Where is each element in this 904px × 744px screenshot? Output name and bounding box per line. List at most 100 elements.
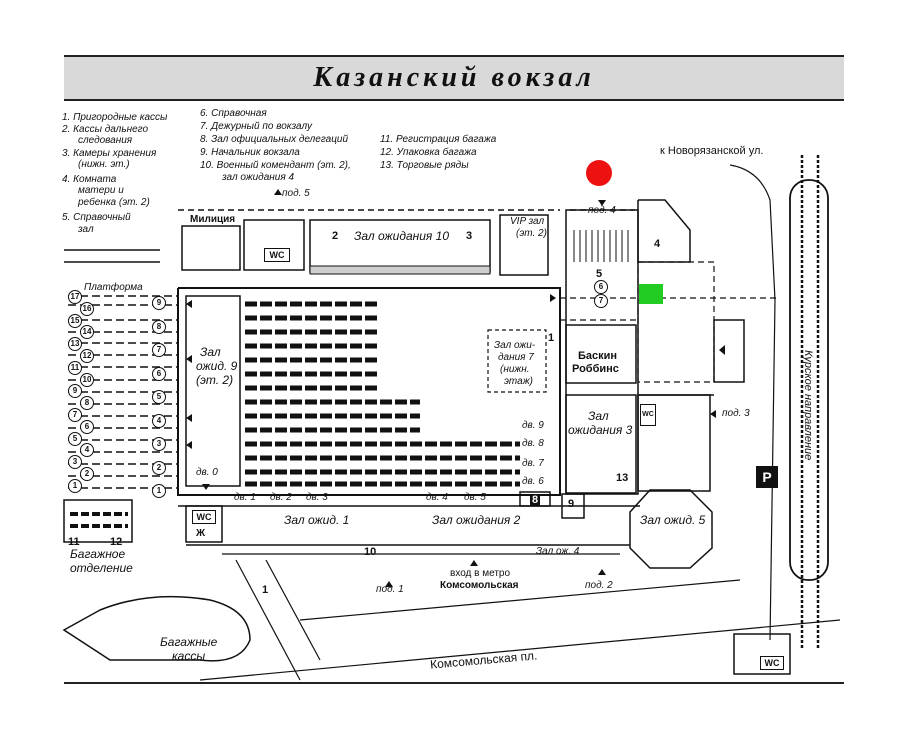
- platform-number-1: 1: [68, 478, 82, 493]
- legend-item-11: 11. Регистрация багажа: [380, 134, 497, 145]
- label-bkassy-1: Багажные: [160, 635, 218, 649]
- track-number-2: 2: [152, 460, 166, 475]
- label-room-11: 11: [68, 536, 80, 548]
- legend-item-3: 3. Камеры хранения: [62, 148, 157, 159]
- label-zal7-c: (нижн.: [500, 364, 530, 375]
- legend-item-12: 12. Упаковка багажа: [380, 147, 477, 158]
- bottom-rule: [64, 682, 844, 684]
- platform-number-16: 16: [80, 301, 94, 316]
- legend-item-9: 9. Начальник вокзала: [200, 147, 300, 158]
- wc-icon-left: WC: [192, 510, 216, 524]
- wc-icon-right: WC: [640, 404, 656, 426]
- legend-item-5b: зал: [78, 224, 94, 235]
- platform-number-11: 11: [68, 360, 82, 375]
- track-number-4: 4: [152, 413, 166, 428]
- wc-icon-top: WC: [264, 248, 290, 262]
- legend-item-1: 1. Пригородные кассы: [62, 112, 168, 123]
- label-zal10-num3: 3: [466, 230, 473, 242]
- label-baggage-2: отделение: [70, 561, 133, 575]
- platform-number-12: 12: [80, 349, 94, 363]
- platform-number-13: 13: [68, 337, 82, 352]
- label-room-10: 10: [364, 546, 377, 558]
- platform-number-6: 6: [80, 419, 94, 434]
- label-room-4: 4: [654, 238, 661, 250]
- legend-item-2b: следования: [78, 135, 133, 146]
- label-militsiya: Милиция: [190, 214, 236, 225]
- legend-item-8: 8. Зал официальных делегаций: [200, 134, 349, 145]
- parking-icon: P: [756, 466, 778, 488]
- label-zal7-a: Зал ожи-: [494, 340, 536, 351]
- legend-item-4: 4. Комната: [62, 174, 117, 185]
- label-zal3-b: ожидания 3: [568, 423, 633, 437]
- platform-number-17: 17: [68, 290, 82, 304]
- label-pod4: под. 4: [588, 205, 616, 216]
- platform-number-5: 5: [68, 431, 82, 446]
- label-room-12: 12: [110, 536, 123, 548]
- label-dv4: дв. 4: [426, 492, 448, 503]
- label-dv8: дв. 8: [522, 438, 544, 449]
- label-zal10: Зал ожидания 10: [354, 229, 450, 243]
- label-metro-entrance: вход в метро: [450, 568, 510, 579]
- title-bar: Казанский вокзал: [64, 55, 844, 101]
- label-room-6: 6: [594, 280, 608, 294]
- platform-number-2: 2: [80, 467, 94, 481]
- label-dv1: дв. 1: [234, 492, 256, 503]
- legend-item-4c: ребенка (эт. 2): [78, 197, 150, 208]
- platform-number-15: 15: [68, 313, 82, 328]
- track-number-7: 7: [152, 343, 166, 357]
- label-novoryazan: к Новорязанской ул.: [660, 145, 764, 157]
- platform-number-8: 8: [80, 396, 94, 411]
- label-dv3: дв. 3: [306, 492, 328, 503]
- label-room-7: 7: [594, 294, 608, 308]
- label-zal7-b: дания 7: [498, 352, 534, 363]
- red-location-marker: [586, 160, 612, 186]
- label-zal5: Зал ожид. 5: [640, 513, 706, 527]
- platform-number-4: 4: [80, 443, 94, 458]
- label-pod5: под. 5: [282, 188, 310, 199]
- label-zal10-num2: 2: [332, 230, 339, 242]
- label-dv0: дв. 0: [196, 467, 218, 478]
- legend-item-6: 6. Справочная: [200, 108, 267, 119]
- platform-number-3: 3: [68, 455, 82, 470]
- platform-number-14: 14: [80, 325, 94, 340]
- label-zal3-a: Зал: [588, 409, 609, 423]
- label-bkassy-2: кассы: [172, 649, 206, 663]
- label-platform: Платформа: [84, 282, 143, 293]
- track-number-8: 8: [152, 319, 166, 334]
- label-vip-floor: (эт. 2): [516, 228, 547, 239]
- label-zh: Ж: [196, 528, 206, 539]
- label-zal9-a: Зал: [200, 345, 221, 359]
- legend-item-10b: зал ожидания 4: [222, 172, 295, 183]
- track-number-5: 5: [152, 390, 166, 404]
- platform-number-9: 9: [68, 384, 82, 399]
- label-zal4: Зал ож. 4: [536, 546, 580, 557]
- label-room-8: 8: [530, 494, 541, 506]
- legend-item-13: 13. Торговые ряды: [380, 160, 469, 171]
- label-zal7-d: этаж): [504, 376, 533, 387]
- legend-item-4b: матери и: [78, 185, 124, 196]
- platform-number-7: 7: [68, 408, 82, 422]
- track-number-1: 1: [152, 484, 166, 498]
- label-zal9-b: ожид. 9: [196, 359, 238, 373]
- label-pod3: под. 3: [722, 408, 750, 419]
- label-room-1: 1: [262, 584, 269, 596]
- legend-item-2: 2. Кассы дальнего: [62, 124, 149, 135]
- track-number-6: 6: [152, 366, 166, 381]
- label-room-9: 9: [568, 498, 575, 510]
- label-zal2: Зал ожидания 2: [432, 513, 521, 527]
- label-room-13: 13: [616, 472, 629, 484]
- legend-item-10: 10. Военный комендант (эт. 2),: [200, 160, 351, 171]
- label-pod1: под. 1: [376, 584, 404, 595]
- label-zal1: Зал ожид. 1: [284, 513, 350, 527]
- label-vip: VIP зал: [510, 216, 545, 227]
- track-number-9: 9: [152, 296, 166, 310]
- label-pod2: под. 2: [585, 580, 613, 591]
- label-dv6: дв. 6: [522, 476, 544, 487]
- label-dv5: дв. 5: [464, 492, 486, 503]
- label-baskin-2: Роббинс: [572, 363, 619, 375]
- label-baskin-1: Баскин: [578, 350, 618, 362]
- label-room-5: 5: [596, 268, 603, 280]
- label-dv7: дв. 7: [522, 458, 544, 469]
